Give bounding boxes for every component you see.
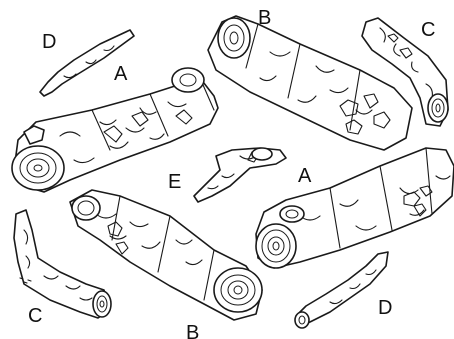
label-e-center: E bbox=[168, 171, 181, 193]
label-c-top-right: C bbox=[421, 19, 435, 41]
label-a-right: A bbox=[298, 165, 312, 187]
label-a-top: A bbox=[114, 63, 128, 85]
log-a-top bbox=[12, 68, 218, 192]
label-b-top: B bbox=[258, 7, 271, 29]
label-b-bottom: B bbox=[186, 322, 199, 339]
log-a-right bbox=[256, 148, 454, 268]
label-c-bottom-left: C bbox=[28, 305, 42, 327]
label-d-bottom-right: D bbox=[378, 297, 392, 319]
log-d-bottom bbox=[295, 252, 388, 328]
label-d-top-left: D bbox=[42, 31, 56, 53]
log-e-center bbox=[194, 148, 286, 202]
